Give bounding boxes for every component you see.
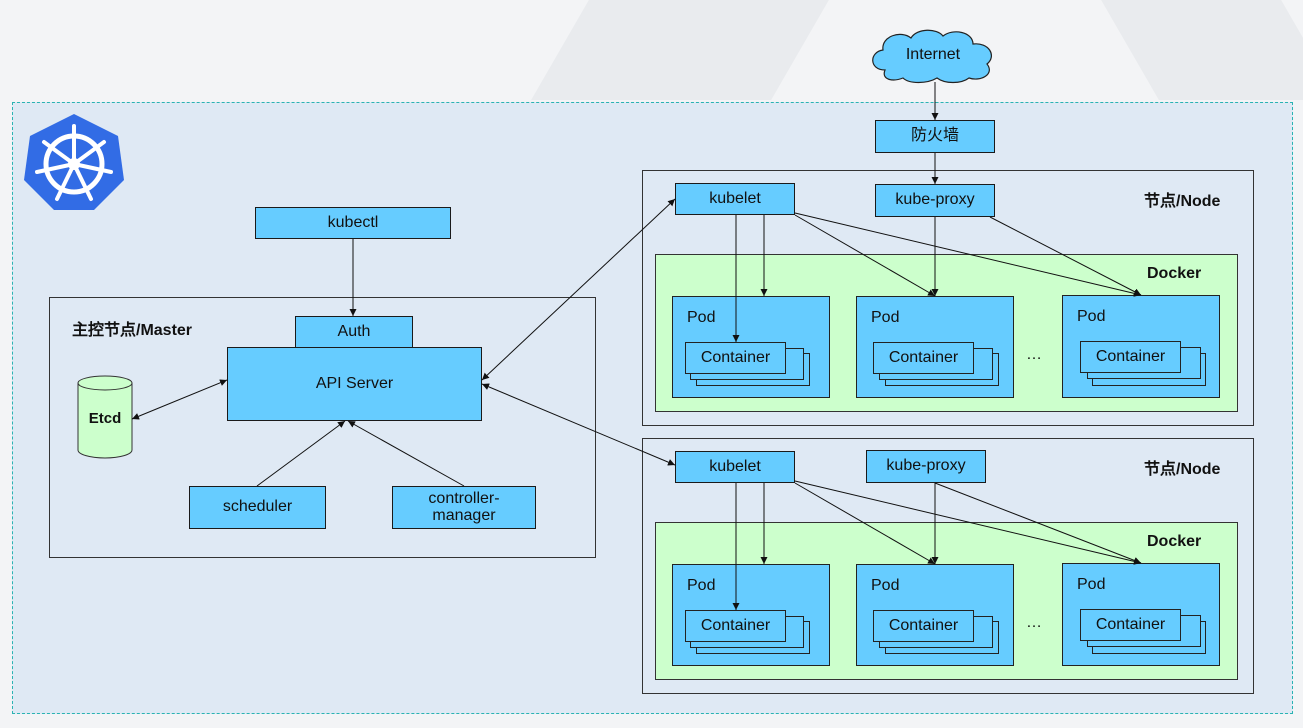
docker-title: Docker [1147,265,1202,282]
master-title: 主控节点/Master [72,322,193,339]
kubelet-box: kubelet [675,451,795,483]
connector-etcd-api [131,379,228,420]
container-box: Container [873,610,974,642]
controller-manager-box: controller- manager [392,486,536,529]
kube-proxy-box: kube-proxy [875,184,995,217]
firewall-box: 防火墙 [875,120,995,153]
connector-api-kubelet-2 [481,383,676,466]
kubelet-box: kubelet [675,183,795,215]
connector-scheduler-api [256,420,346,487]
pod-label: Pod [871,309,900,326]
container-box: Container [873,342,974,374]
pod-label: Pod [1077,576,1106,593]
more-pods-ellipsis: … [1026,614,1042,631]
etcd-cylinder-icon [77,375,133,459]
node-title: 节点/Node [1144,461,1221,478]
scheduler-box: scheduler [189,486,326,529]
kube-proxy-box: kube-proxy [866,450,986,483]
pod-label: Pod [1077,308,1106,325]
kubernetes-logo-icon [24,114,124,210]
connector-controller-api [347,420,465,487]
pod-label: Pod [687,309,716,326]
pod-label: Pod [871,577,900,594]
docker-title: Docker [1147,533,1202,550]
internet-cloud-icon [872,29,992,84]
container-box: Container [1080,341,1181,373]
container-box: Container [685,610,786,642]
container-box: Container [1080,609,1181,641]
etcd-label: Etcd [88,410,122,427]
kubectl-box: kubectl [255,207,451,239]
connector-api-kubelet-1 [481,198,676,381]
container-box: Container [685,342,786,374]
more-pods-ellipsis: … [1026,346,1042,363]
pod-label: Pod [687,577,716,594]
internet-label: Internet [905,46,961,63]
node-title: 节点/Node [1144,193,1221,210]
api-server-box: API Server [227,347,482,421]
